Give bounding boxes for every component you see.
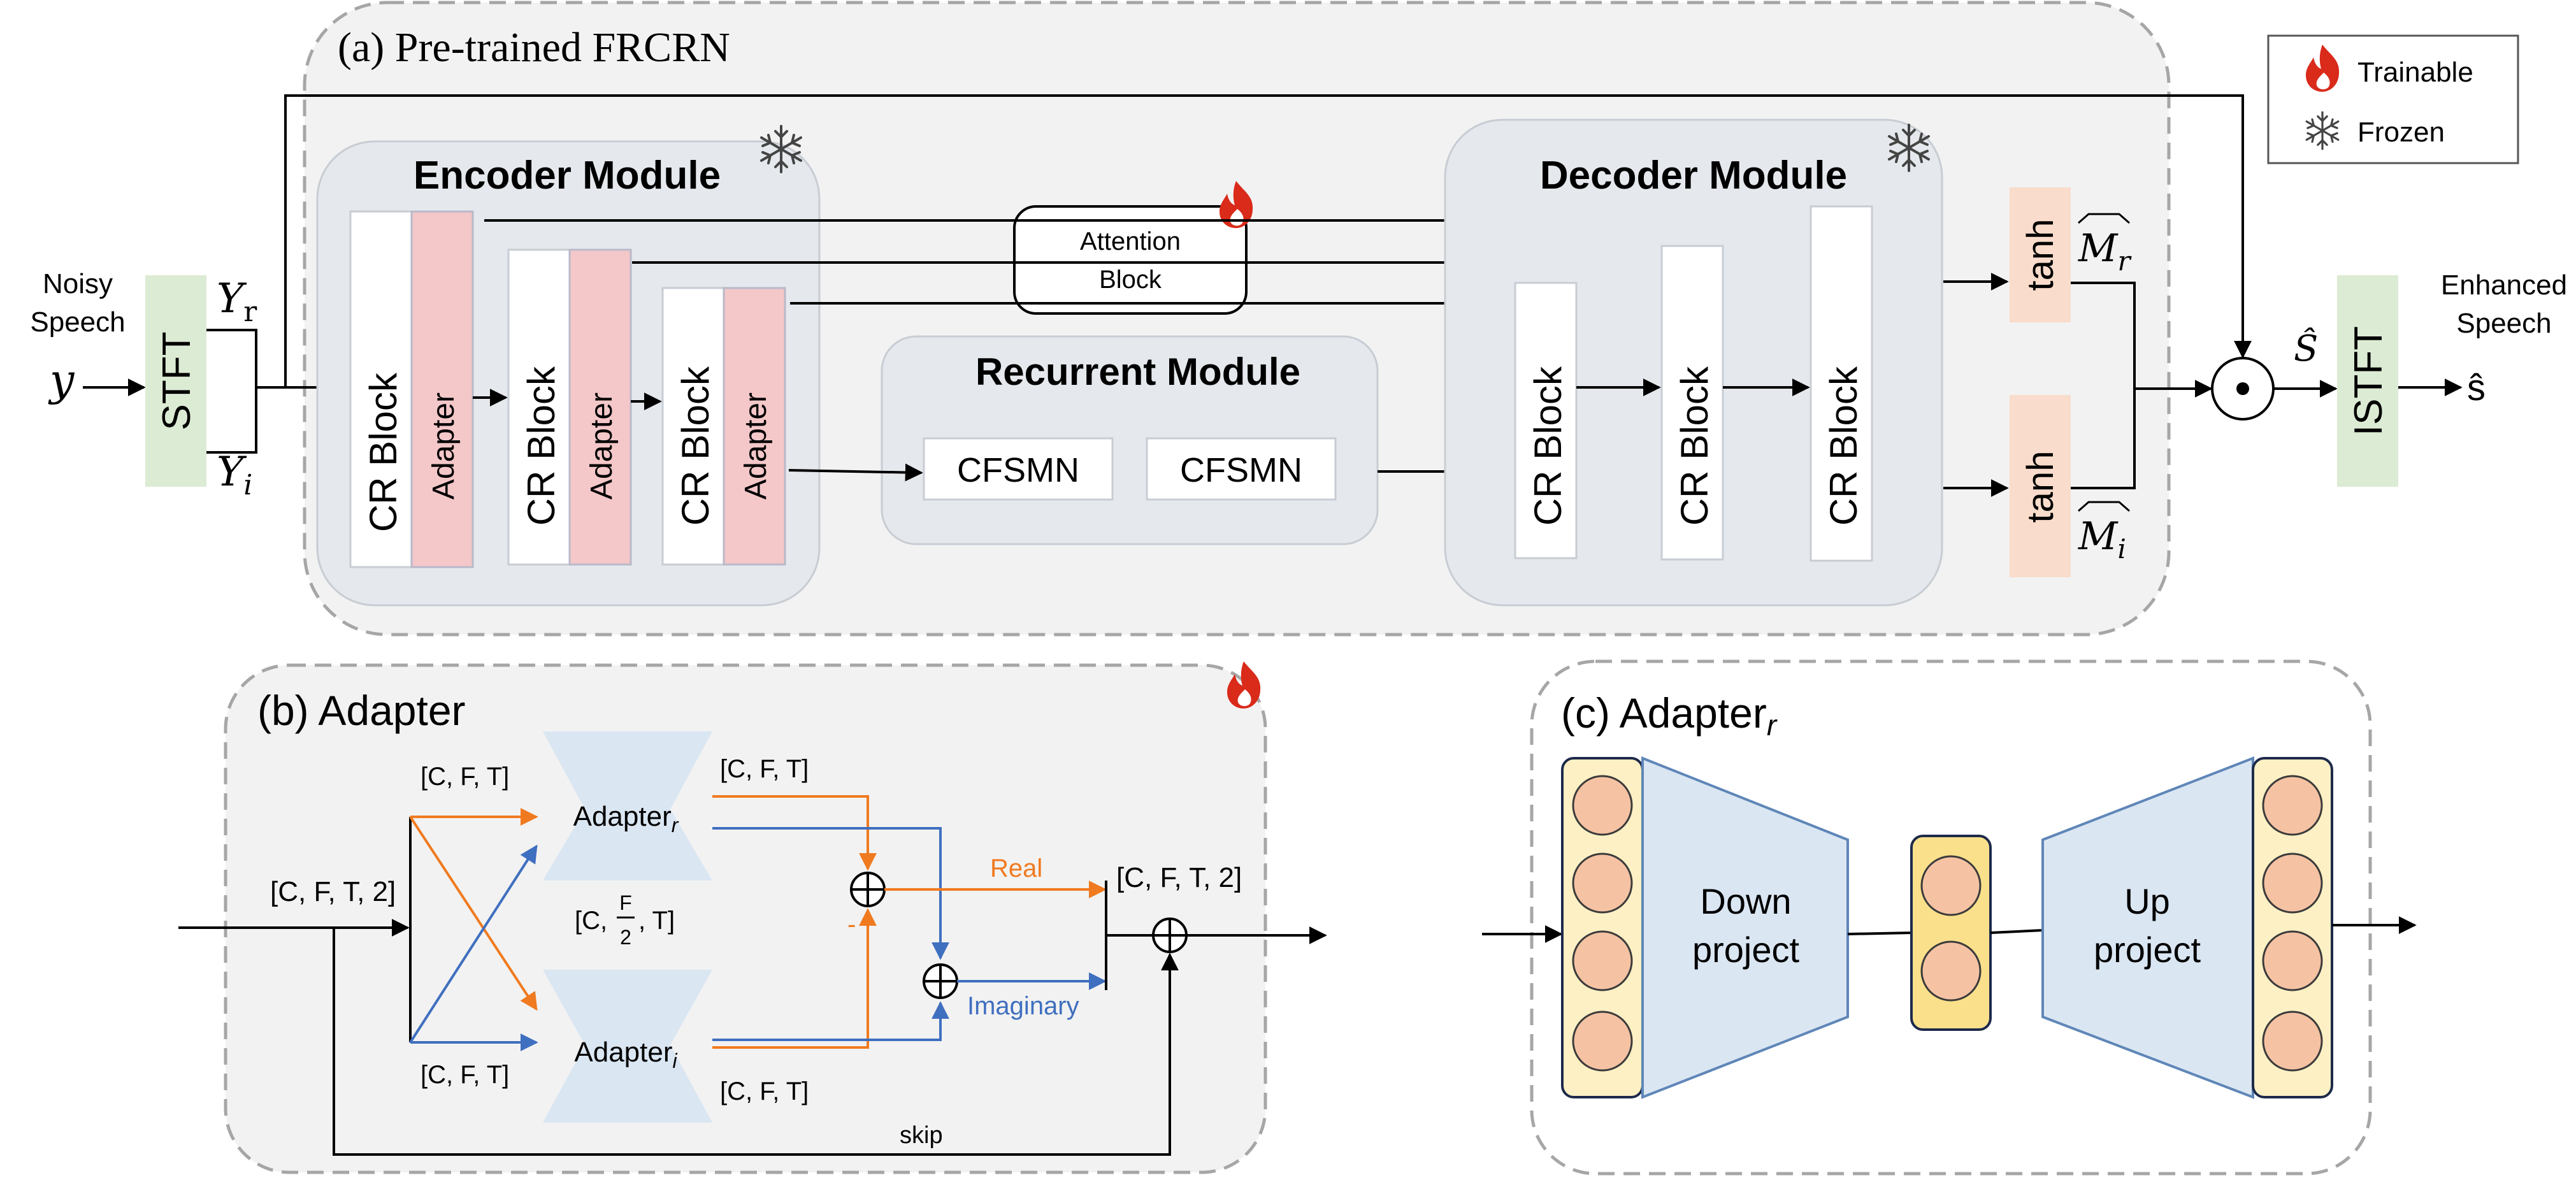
yr-label: Yr [217, 275, 257, 328]
istft-label: ISTFT [2347, 326, 2391, 436]
encoder-block-2: CR Block Adapter [507, 248, 632, 566]
output-s-symbol: ŝ [2467, 367, 2486, 408]
mask-imag-label: Mi [2078, 514, 2126, 565]
svg-text:, T]: , T] [638, 907, 675, 935]
svg-text:CR Block: CR Block [1673, 366, 1716, 526]
decoder-title: Decoder Module [1540, 154, 1847, 198]
legend-frozen-label: Frozen [2357, 117, 2445, 148]
svg-text:[C,: [C, [575, 907, 607, 935]
yi-label: Yi [217, 449, 252, 501]
sum-operator-skip [1152, 917, 1188, 953]
neuron [2262, 775, 2323, 836]
shape-top-out: [C, F, T] [720, 755, 809, 783]
enhanced-speech-label-2: Speech [2456, 308, 2551, 339]
output-shape-label: [C, F, T, 2] [1116, 862, 1242, 893]
encoder-block-3: CR Block Adapter [661, 287, 786, 566]
neuron [1920, 940, 1982, 1002]
down-project-label-1: Down [1700, 881, 1791, 921]
stft-label: STFT [155, 332, 199, 431]
cfsmn-label-2: CFSMN [1180, 451, 1302, 489]
neuron [1572, 1011, 1633, 1072]
down-project-label-2: project [1692, 930, 1800, 970]
cfsmn-block-2 [1146, 437, 1337, 501]
svg-text:CR Block: CR Block [674, 366, 717, 526]
neuron [1572, 930, 1633, 991]
up-project-label-2: project [2094, 930, 2201, 970]
tanh-block-2 [2010, 395, 2071, 577]
svg-text:Adapter: Adapter [427, 392, 461, 500]
svg-text:Adapter: Adapter [739, 392, 773, 500]
input-shape-label: [C, F, T, 2] [270, 876, 396, 907]
attention-label-1: Attention [1080, 227, 1181, 255]
adapter-r-block [543, 731, 712, 881]
adapter-i-block [543, 970, 712, 1123]
neuron [2262, 1011, 2323, 1072]
neuron [2262, 853, 2323, 914]
svg-text:CR Block: CR Block [1822, 366, 1865, 526]
shape-bottom-in: [C, F, T] [421, 1061, 509, 1089]
neuron [2262, 930, 2323, 991]
shape-mid-label: [C, F 2 , T] [575, 891, 675, 949]
attention-label-2: Block [1099, 266, 1162, 294]
svg-text:tanh: tanh [2020, 219, 2061, 291]
up-project-label-1: Up [2124, 881, 2170, 921]
svg-text:CR Block: CR Block [1527, 366, 1569, 526]
recurrent-title: Recurrent Module [975, 350, 1300, 393]
tanh-block-1 [2010, 187, 2071, 322]
down-project-block [1641, 756, 1849, 1099]
legend: Trainable Frozen [2267, 34, 2519, 164]
decoder-block-2: CR Block [1660, 245, 1724, 561]
output-neuron-column [2252, 757, 2333, 1098]
adapter-r-label: Adapterr [573, 801, 679, 837]
panel-b-frame [224, 663, 1267, 1174]
neuron [1572, 775, 1633, 836]
istft-block [2337, 275, 2398, 487]
imaginary-label: Imaginary [967, 992, 1079, 1020]
encoder-title: Encoder Module [414, 154, 721, 198]
svg-text:F: F [619, 891, 632, 914]
neuron [1920, 855, 1982, 916]
noisy-speech-label-2: Speech [30, 306, 125, 338]
noisy-speech-label-1: Noisy [43, 268, 113, 299]
legend-trainable-label: Trainable [2357, 57, 2473, 88]
shape-top-in: [C, F, T] [421, 763, 509, 791]
up-project-block [2041, 756, 2254, 1099]
svg-text:Adapter: Adapter [585, 392, 619, 500]
adapter-i-label: Adapteri [574, 1037, 677, 1072]
cfsmn-block-1 [923, 437, 1114, 501]
panel-c-title: (c) Adapterr [1561, 689, 1778, 742]
decoder-block-3: CR Block [1810, 205, 1873, 562]
skip-label: skip [900, 1122, 943, 1149]
flame-icon-adapter [1227, 661, 1261, 709]
svg-text:2: 2 [620, 926, 631, 949]
mask-real-label: Mr [2078, 226, 2132, 277]
stft-block [145, 275, 206, 487]
attention-block [1013, 205, 1248, 315]
sum-operator-imaginary [923, 963, 958, 999]
cfsmn-label-1: CFSMN [957, 451, 1079, 489]
svg-text:tanh: tanh [2020, 451, 2061, 523]
panel-b-title: (b) Adapter [257, 687, 466, 734]
minus-sign: - [847, 910, 856, 939]
encoder-block-1: CR Block Adapter [349, 210, 474, 568]
decoder-block-1: CR Block [1514, 282, 1578, 559]
enhanced-speech-label-1: Enhanced [2441, 270, 2567, 301]
input-y-symbol: y [48, 356, 75, 406]
shape-bottom-out: [C, F, T] [720, 1077, 809, 1105]
real-label: Real [990, 854, 1042, 882]
s-hat-label: Ŝ [2294, 327, 2318, 370]
neuron [1572, 853, 1633, 914]
svg-text:CR Block: CR Block [362, 372, 405, 532]
panel-a-title: (a) Pre-trained FRCRN [338, 24, 730, 71]
sum-operator-real [850, 872, 886, 907]
svg-text:CR Block: CR Block [520, 366, 563, 526]
